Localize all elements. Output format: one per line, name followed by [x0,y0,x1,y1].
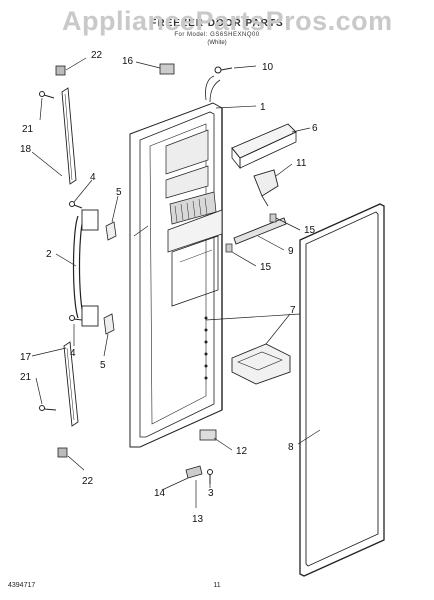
end-caps [55,65,68,458]
dispenser-plate-9 [233,217,287,245]
callout-14: 14 [154,488,166,499]
handle-tube [72,209,99,327]
small-clips [159,63,277,253]
door-panel [129,75,223,448]
callout-12: 12 [236,446,248,457]
callout-21-top: 21 [22,124,34,135]
rail-holes [204,316,208,380]
callout-21-bottom: 21 [20,372,32,383]
callout-16: 16 [122,56,134,67]
part-number: 4394717 [8,582,36,589]
watermark-text: AppliancePartsPros.com [62,6,393,36]
door-gasket-8 [299,203,385,577]
callout-17: 17 [20,352,32,363]
chute-door-11 [253,169,279,207]
callout-10: 10 [262,62,274,73]
color-variant: (White) [207,40,227,46]
handle-trim-top [61,87,77,185]
callout-5-top: 5 [116,187,122,198]
callout-15-top: 15 [304,225,316,236]
callout-4-top: 4 [90,172,96,183]
callout-22-bottom: 22 [82,476,94,487]
callout-22-top: 22 [91,50,103,61]
callout-5-bottom: 5 [100,360,106,371]
handle-clips [103,221,117,335]
callout-15-mid: 15 [260,262,272,273]
hinge-parts [185,429,217,484]
screws [39,91,83,411]
callout-numbers: 22 16 10 1 21 6 18 11 4 5 15 2 9 15 7 17… [20,50,318,525]
callout-13: 13 [192,514,204,525]
model-subtitle: For Model: GS6SHEXNQ00 [174,32,260,38]
page-title: FREEZER DOOR PARTS [150,18,284,29]
dispenser-housing [167,209,223,307]
callout-9: 9 [288,246,294,257]
callout-3: 3 [208,488,214,499]
ice-chute-grille [169,191,217,225]
callout-18: 18 [20,144,32,155]
callout-11: 11 [296,158,307,169]
ice-bucket-7 [231,343,291,385]
page-number: 11 [213,582,221,589]
callout-6: 6 [312,123,318,134]
callout-7: 7 [290,305,296,316]
leader-lines [31,57,321,508]
callout-4-bottom: 4 [70,348,76,359]
callout-8: 8 [288,442,294,453]
callout-2: 2 [46,249,52,260]
handle-trim-bottom [63,341,79,427]
shelf-bin-6 [231,123,297,170]
callout-1: 1 [260,102,266,113]
